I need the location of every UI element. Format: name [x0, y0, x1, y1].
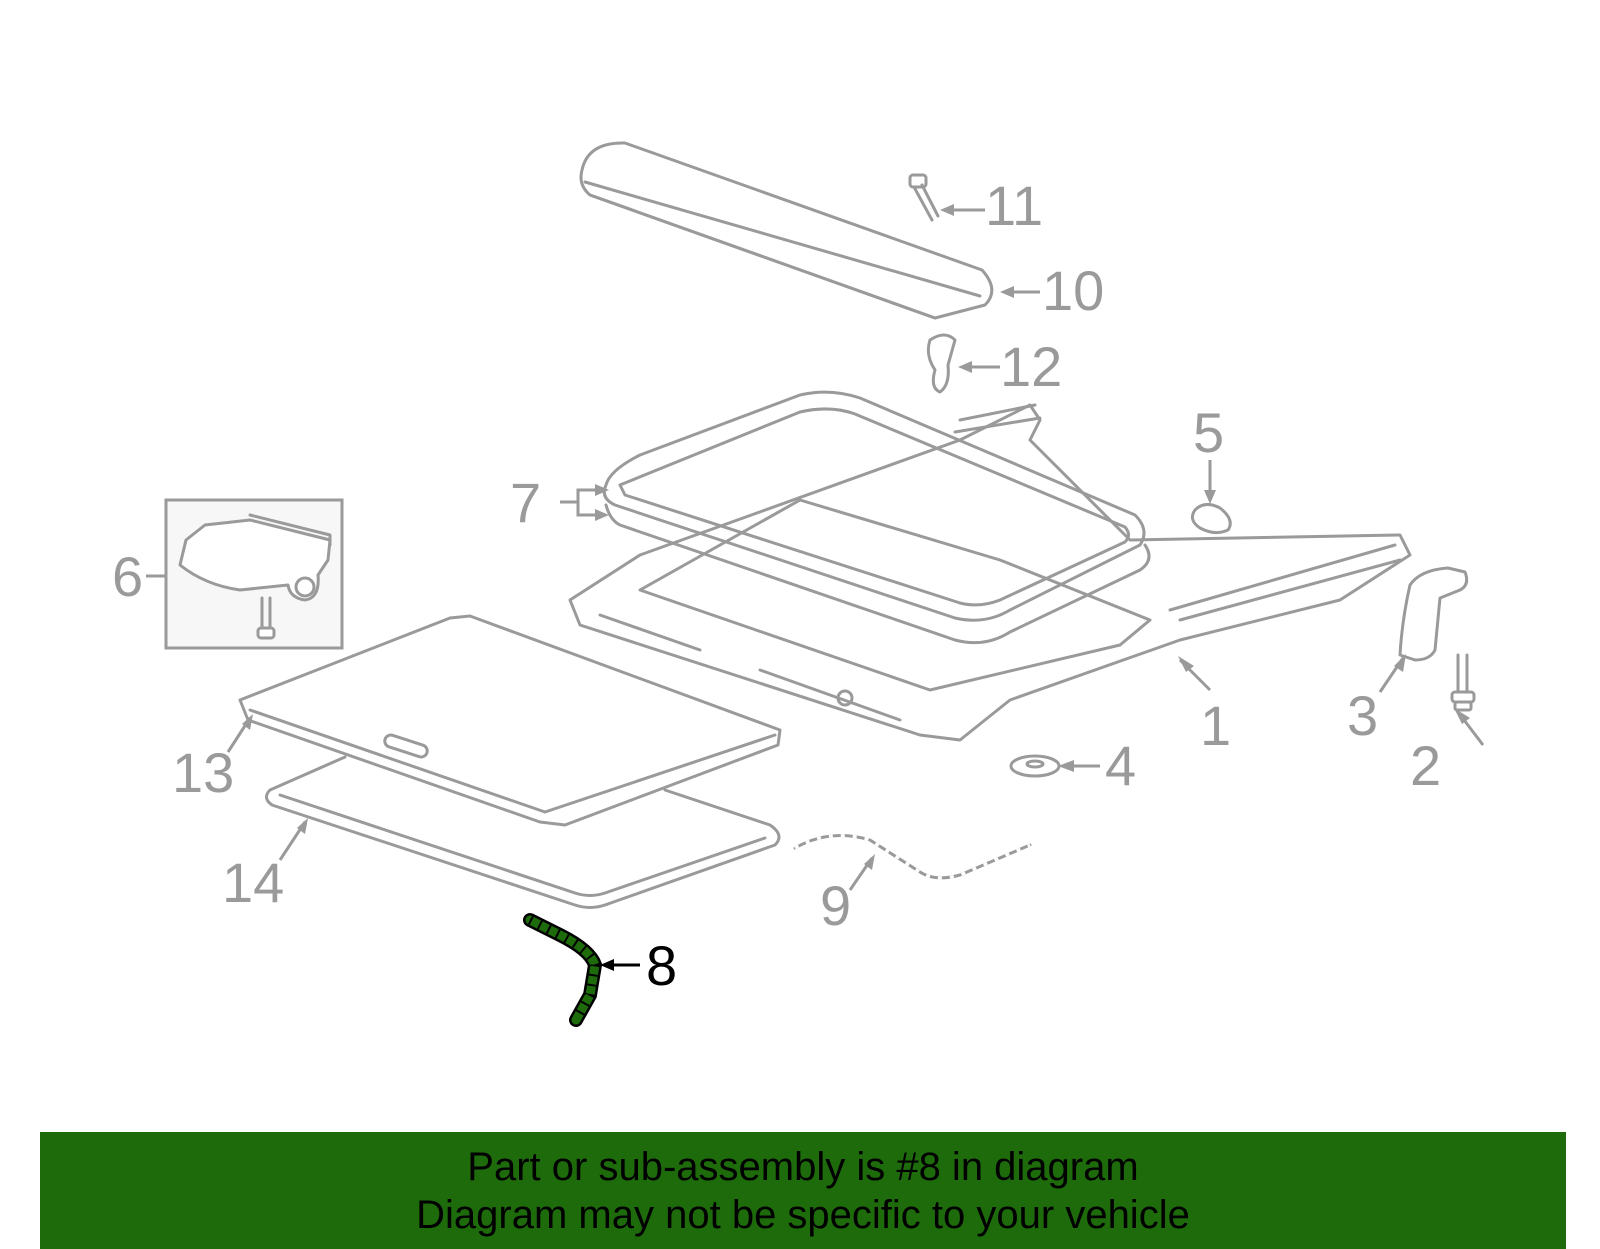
part-7-seals[interactable] [602, 390, 1151, 645]
callout-4: 4 [1105, 734, 1136, 797]
part-13-sunshade[interactable] [238, 614, 782, 827]
part-10-glass-panel[interactable] [579, 141, 994, 320]
part-11-bolt[interactable] [908, 173, 940, 222]
callout-1: 1 [1200, 694, 1231, 757]
part-9-seal-strip[interactable] [793, 834, 1032, 880]
part-8-drain-hose-highlighted[interactable] [523, 913, 603, 1027]
callout-5: 5 [1193, 401, 1224, 464]
callout-labels: 1 2 3 4 5 6 7 8 9 10 11 12 13 14 [112, 174, 1441, 997]
part-4-washer[interactable] [1009, 754, 1061, 778]
banner-line-part: Part or sub-assembly is #8 in diagram [467, 1144, 1139, 1189]
callout-8: 8 [646, 934, 677, 997]
callout-7: 7 [510, 471, 541, 534]
leader-lines [146, 204, 1485, 971]
callout-6: 6 [112, 545, 143, 608]
banner-line-disclaimer: Diagram may not be specific to your vehi… [416, 1192, 1190, 1237]
callout-9: 9 [820, 874, 851, 937]
part-2-screw[interactable] [1450, 653, 1476, 712]
callout-3: 3 [1347, 684, 1378, 747]
info-banner: Part or sub-assembly is #8 in diagram Di… [40, 1132, 1566, 1249]
callout-13: 13 [172, 741, 234, 804]
part-1-sunroof-frame[interactable] [568, 403, 1412, 742]
part-6-motor-inset[interactable] [164, 498, 344, 650]
part-5-clip[interactable] [1190, 503, 1232, 535]
callout-10: 10 [1042, 259, 1104, 322]
callout-14: 14 [222, 851, 284, 914]
part-14-deflector-frame[interactable] [265, 755, 781, 909]
part-12-bracket[interactable] [926, 333, 957, 394]
part-3-cover[interactable] [1398, 566, 1469, 662]
callout-11: 11 [985, 174, 1043, 237]
callout-12: 12 [1000, 335, 1062, 398]
callout-2: 2 [1410, 734, 1441, 797]
